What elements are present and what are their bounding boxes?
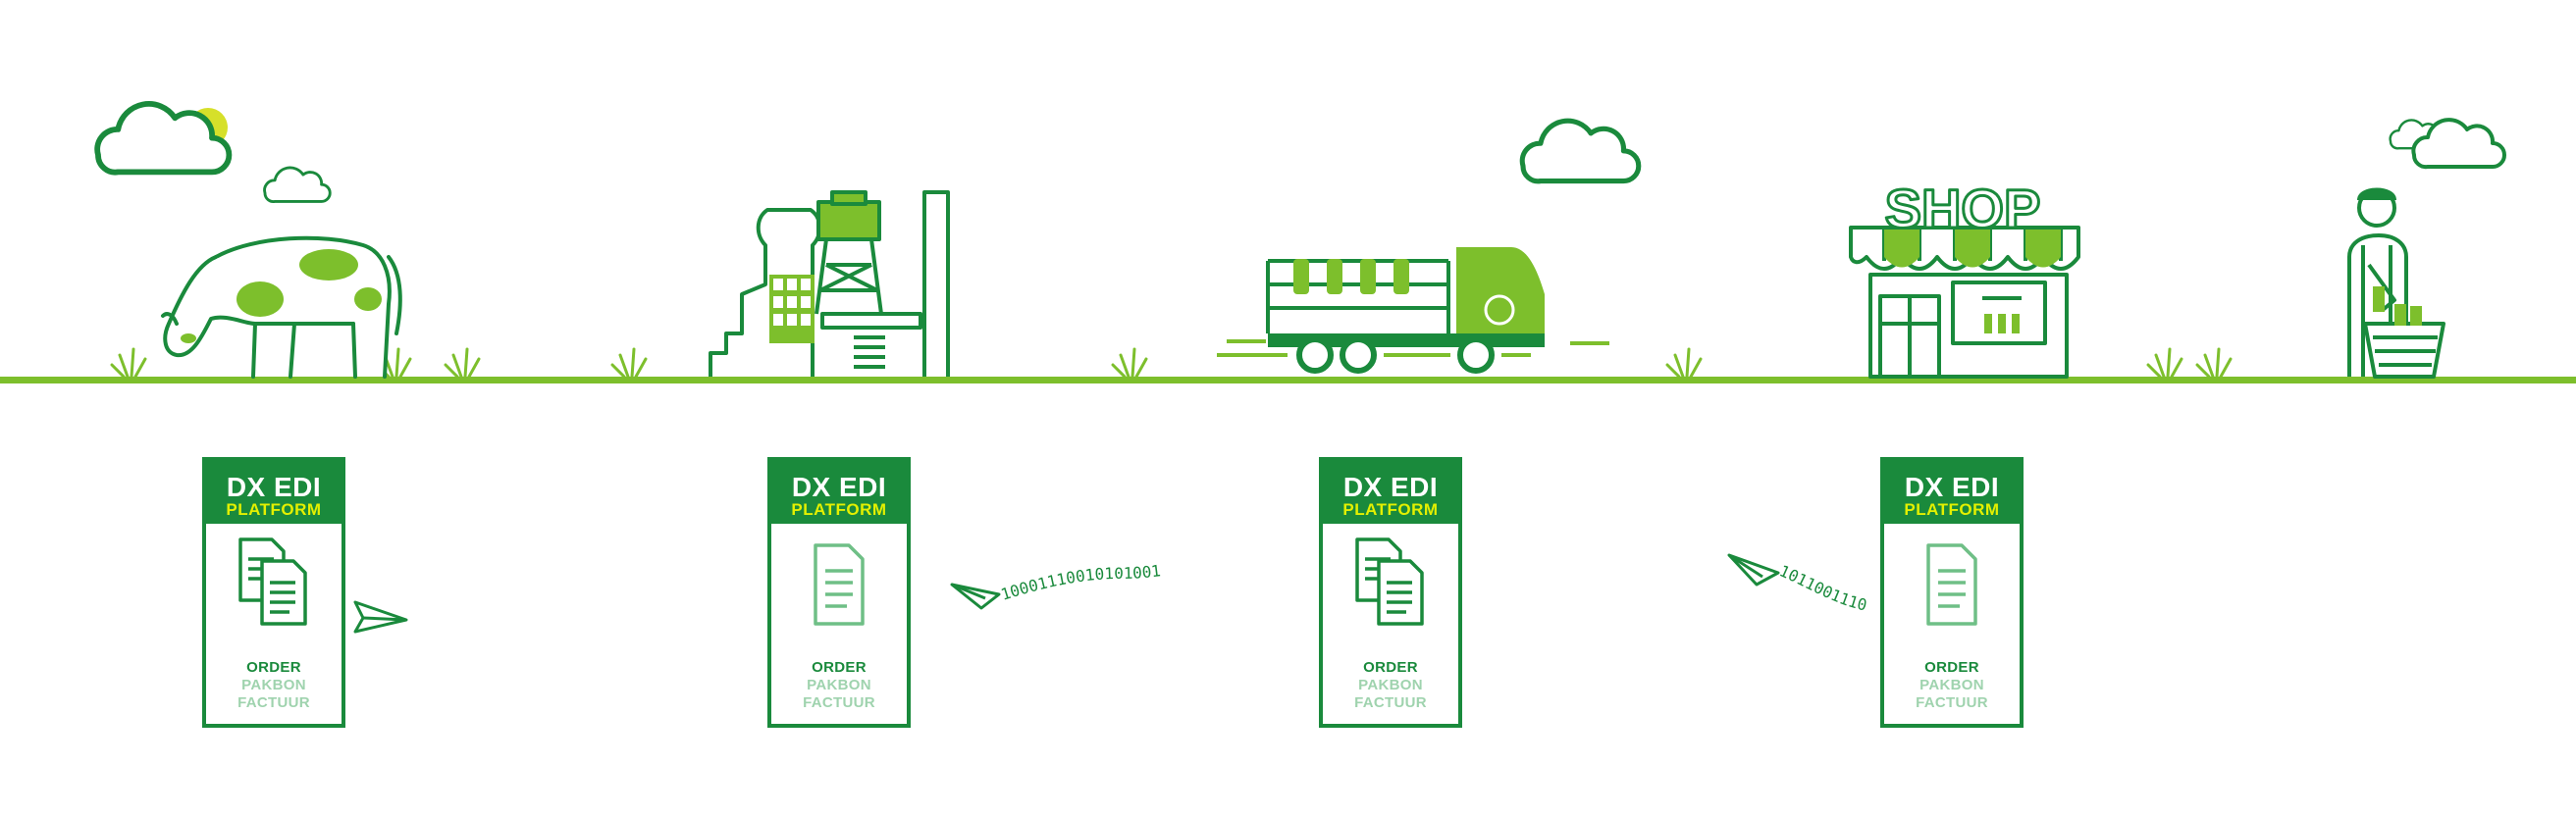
edi-card-header: DX EDI PLATFORM (771, 461, 907, 524)
documents-icon (1323, 536, 1458, 634)
grass-icon (1111, 347, 1148, 379)
factory-icon (709, 190, 950, 377)
label-order: ORDER (246, 659, 301, 676)
edi-card-subtitle: PLATFORM (791, 500, 887, 519)
binary-stream: 1011001110 (1776, 561, 1868, 614)
label-order: ORDER (812, 659, 867, 676)
shop-icon: SHOP (1849, 177, 2080, 379)
edi-card-labels: ORDER PAKBON FACTUUR (206, 659, 342, 712)
edi-card-labels: ORDER PAKBON FACTUUR (771, 659, 907, 712)
edi-card-header: DX EDI PLATFORM (1884, 461, 2020, 524)
edi-card-title: DX EDI (1904, 472, 2000, 502)
edi-card-title: DX EDI (791, 472, 887, 502)
document-icon (1884, 536, 2020, 634)
edi-card-truck: DX EDI PLATFORM ORDER PAKBON FACTUUR (1319, 457, 1462, 728)
grass-icon (110, 347, 147, 379)
edi-card-header: DX EDI PLATFORM (206, 461, 342, 524)
document-icon (771, 536, 907, 634)
label-order: ORDER (1363, 659, 1418, 676)
edi-card-labels: ORDER PAKBON FACTUUR (1323, 659, 1458, 712)
edi-card-subtitle: PLATFORM (1904, 500, 2000, 519)
grass-icon (610, 347, 648, 379)
cloud-icon (263, 166, 332, 204)
label-order: ORDER (1924, 659, 1979, 676)
edi-card-factory: DX EDI PLATFORM ORDER PAKBON FACTUUR (767, 457, 911, 728)
binary-stream-text: 1011001110 (1776, 561, 1868, 614)
label-factuur: FACTUUR (1916, 694, 1988, 711)
shop-sign: SHOP (1885, 178, 2041, 239)
shopper-icon (2347, 187, 2445, 379)
cow-icon (161, 235, 402, 379)
edi-card-subtitle: PLATFORM (1342, 500, 1439, 519)
label-factuur: FACTUUR (1354, 694, 1427, 711)
edi-card-farm: DX EDI PLATFORM ORDER PAKBON FACTUUR (202, 457, 345, 728)
label-pakbon: PAKBON (1919, 677, 1984, 693)
label-pakbon: PAKBON (1358, 677, 1423, 693)
documents-icon (206, 536, 342, 634)
binary-stream-text: 10001110010101001 (999, 561, 1162, 604)
label-factuur: FACTUUR (237, 694, 310, 711)
paper-plane-icon (1727, 553, 1780, 587)
edi-card-subtitle: PLATFORM (226, 500, 322, 519)
paper-plane-icon (353, 600, 408, 634)
ground-line (0, 377, 2576, 383)
label-pakbon: PAKBON (807, 677, 871, 693)
edi-card-title: DX EDI (1342, 472, 1439, 502)
edi-card-title: DX EDI (226, 472, 322, 502)
grass-icon (2146, 347, 2183, 379)
grass-icon (444, 347, 481, 379)
grass-icon (1665, 347, 1703, 379)
binary-stream: 10001110010101001 (999, 561, 1162, 604)
cloud-icon (1522, 121, 1639, 181)
label-pakbon: PAKBON (241, 677, 306, 693)
edi-card-header: DX EDI PLATFORM (1323, 461, 1458, 524)
paper-plane-icon (950, 583, 1001, 610)
edi-card-labels: ORDER PAKBON FACTUUR (1884, 659, 2020, 712)
label-factuur: FACTUUR (803, 694, 875, 711)
edi-card-shop: DX EDI PLATFORM ORDER PAKBON FACTUUR (1880, 457, 2024, 728)
grass-icon (2195, 347, 2233, 379)
truck-icon (1217, 247, 1609, 374)
